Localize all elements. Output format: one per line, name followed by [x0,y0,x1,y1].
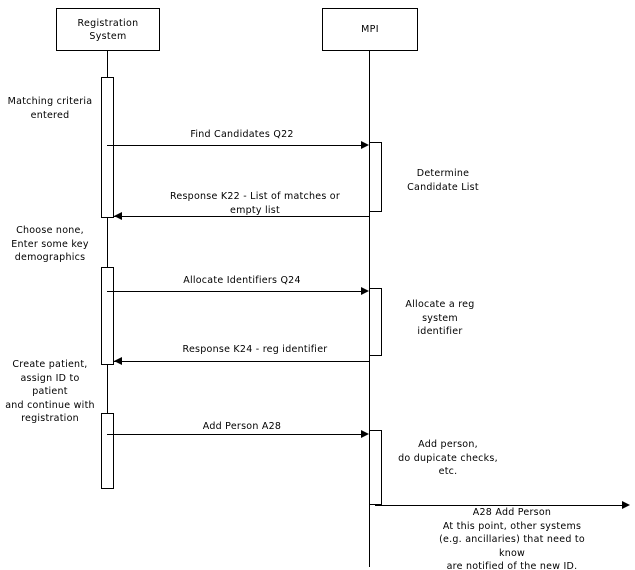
note-allocate-reg-identifier: Allocate a reg system identifier [405,299,475,337]
message-label-response-k22: Response K22 - List of matches or empty … [169,191,341,216]
message-label-allocate-identifiers: Allocate Identifiers Q24 [183,275,301,286]
message-arrowhead-broadcast-add-person [622,501,630,509]
message-label-add-person: Add Person A28 [202,421,282,432]
note-add-person-checks: Add person, do dupicate checks, etc. [398,439,498,477]
participant-box-mpi[interactable]: MPI [322,8,418,51]
message-arrowhead-response-k24 [114,357,122,365]
message-arrowhead-add-person [361,430,369,438]
message-label-find-candidates: Find Candidates Q22 [190,129,294,140]
activation-bar-mpi-2 [369,288,382,356]
participant-label-mpi: MPI [361,24,379,35]
message-line-response-k22 [114,216,369,217]
note-choose-none: Choose none, Enter some key demographics [11,225,89,263]
activation-bar-registration-3 [101,413,114,489]
note-matching-criteria: Matching criteria entered [7,96,93,121]
note-determine-candidate-list: Determine Candidate List [407,168,479,193]
message-line-broadcast-add-person [375,505,624,506]
activation-bar-mpi-1 [369,142,382,212]
message-label-broadcast-add-person: A28 Add Person At this point, other syst… [439,507,585,570]
participant-label-registration-system: Registration System [77,17,139,42]
activation-bar-mpi-3 [369,430,382,505]
activation-bar-registration-1 [101,77,114,218]
participant-box-registration-system[interactable]: Registration System [56,8,160,51]
message-label-response-k24: Response K24 - reg identifier [182,344,328,355]
note-create-patient: Create patient, assign ID to patient and… [5,359,95,424]
message-line-find-candidates [107,145,363,146]
message-line-allocate-identifiers [107,291,363,292]
activation-bar-registration-2 [101,267,114,365]
message-line-add-person [107,434,363,435]
message-line-response-k24 [114,361,369,362]
message-arrowhead-response-k22 [114,212,122,220]
message-arrowhead-find-candidates [361,141,369,149]
message-arrowhead-allocate-identifiers [361,287,369,295]
